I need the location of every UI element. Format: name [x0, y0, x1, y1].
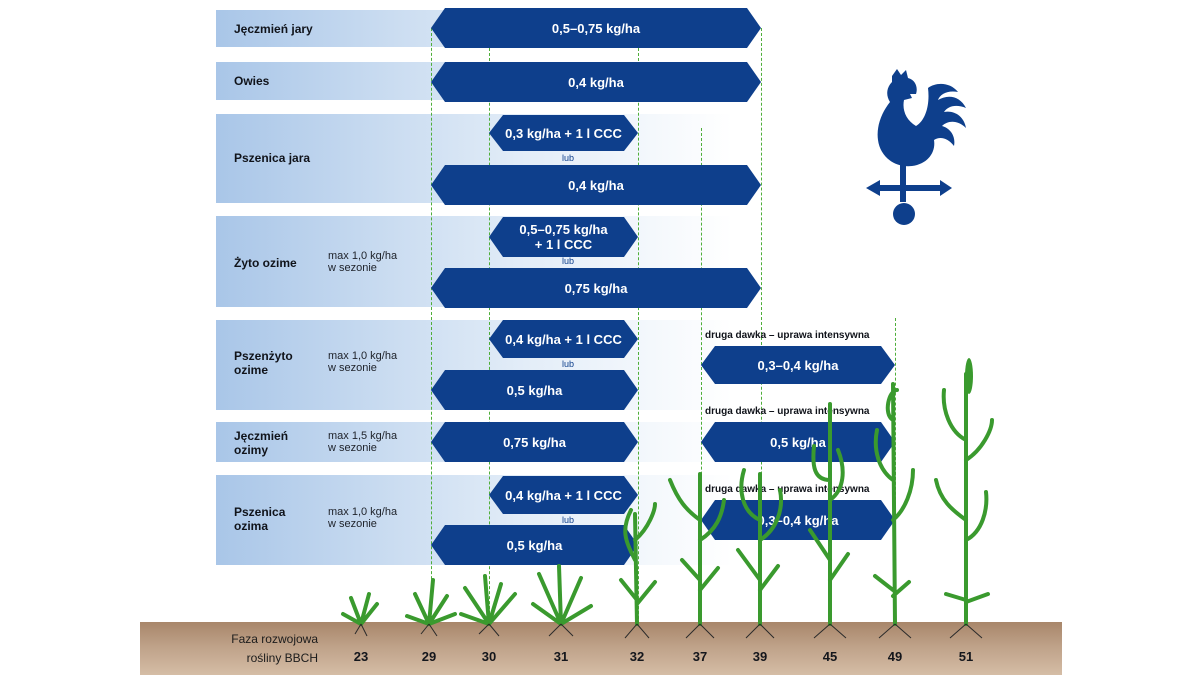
bbch-label: 29	[421, 649, 437, 664]
bbch-label: 37	[692, 649, 708, 664]
lub-label: lub	[562, 359, 575, 369]
soil-ground	[140, 622, 1062, 675]
stage-line-30	[489, 48, 490, 624]
stage-line-39	[761, 28, 762, 624]
dose-arrow-jeczmien-jary: 0,5–0,75 kg/ha	[431, 8, 761, 48]
stage-line-32	[638, 48, 639, 624]
max-note-zyto: max 1,0 kg/ha w sezonie	[328, 250, 398, 274]
lub-label: lub	[562, 256, 575, 266]
dose-arrow-pszenica-jara-ccc: 0,3 kg/ha + 1 l CCC	[489, 115, 638, 151]
second-dose-label-pszenzyto: druga dawka – uprawa intensywna	[705, 330, 870, 341]
stage-line-29	[431, 28, 432, 624]
dose-arrow-jeczmien-ozimy: 0,75 kg/ha	[431, 422, 638, 462]
second-dose-label-jeczmien-ozimy: druga dawka – uprawa intensywna	[705, 406, 870, 417]
dose-arrow-owies: 0,4 kg/ha	[431, 62, 761, 102]
dose-arrow-pszenica-jara: 0,4 kg/ha	[431, 165, 761, 205]
max-note-pszenica-ozima: max 1,0 kg/ha w sezonie	[328, 506, 398, 530]
bbch-label: 45	[822, 649, 838, 664]
dose-arrow-zyto-ccc: 0,5–0,75 kg/ha + 1 l CCC	[489, 217, 638, 257]
crop-name-zyto-ozime: Żyto ozime	[234, 256, 297, 270]
dose-arrow-pszenzyto-ccc: 0,4 kg/ha + 1 l CCC	[489, 320, 638, 358]
crop-name-pszenica-ozima: Pszenica ozima	[234, 505, 286, 533]
bbch-label: 30	[481, 649, 497, 664]
crop-name-pszenica-jara: Pszenica jara	[234, 151, 311, 165]
crop-name-owies: Owies	[234, 74, 270, 88]
dose-arrow-pszenzyto: 0,5 kg/ha	[431, 370, 638, 410]
bbch-label: 23	[353, 649, 369, 664]
dose-arrow-pszenzyto-second: 0,3–0,4 kg/ha	[701, 346, 895, 384]
max-note-pszenzyto: max 1,0 kg/ha w sezonie	[328, 350, 398, 374]
phase-label: Faza rozwojowa rośliny BBCH	[231, 632, 318, 665]
bbch-label: 39	[752, 649, 768, 664]
weathercock-rooster-icon	[866, 69, 966, 225]
bbch-label: 51	[958, 649, 974, 664]
crop-name-jeczmien-ozimy: Jęczmień ozimy	[234, 429, 289, 457]
max-note-jeczmien-ozimy: max 1,5 kg/ha w sezonie	[328, 430, 398, 454]
crop-name-pszenzyto-ozime: Pszenżyto ozime	[234, 349, 293, 377]
dose-arrow-zyto: 0,75 kg/ha	[431, 268, 761, 308]
dose-arrow-jeczmien-ozimy-second: 0,5 kg/ha	[701, 422, 895, 462]
lub-label: lub	[562, 515, 575, 525]
bbch-label: 32	[629, 649, 645, 664]
bbch-label: 31	[553, 649, 569, 664]
stage-line-37	[701, 128, 702, 624]
second-dose-label-pszenica-ozima: druga dawka – uprawa intensywna	[705, 484, 870, 495]
dose-arrow-pszenica-ozima-ccc: 0,4 kg/ha + 1 l CCC	[489, 476, 638, 514]
crop-name-jeczmien-jary: Jęczmień jary	[234, 22, 313, 36]
dose-arrow-pszenica-ozima: 0,5 kg/ha	[431, 525, 638, 565]
bbch-label: 49	[887, 649, 903, 664]
lub-label: lub	[562, 153, 575, 163]
